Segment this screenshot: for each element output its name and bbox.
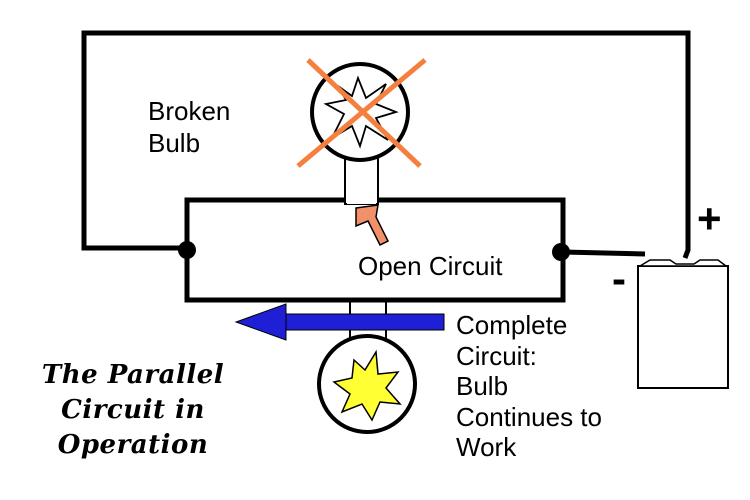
battery-negative-lead xyxy=(562,249,646,257)
battery-negative-label: - xyxy=(612,255,626,302)
right-junction xyxy=(552,243,570,261)
broken-bulb-label: Broken Bulb xyxy=(148,95,230,159)
battery-positive-label: + xyxy=(697,195,722,242)
diagram-title: The Parallel Circuit in Operation xyxy=(18,358,248,463)
broken-x-mark xyxy=(296,58,427,168)
broken-bulb-label-line-2: Bulb xyxy=(148,128,201,158)
title-line-3: Operation xyxy=(57,430,209,460)
outer-wire xyxy=(81,30,691,259)
battery xyxy=(637,259,729,389)
complete-circuit-line-1: Complete xyxy=(456,310,568,340)
complete-circuit-line-2: Circuit: xyxy=(456,340,537,371)
left-junction xyxy=(178,241,196,259)
current-flow-arrow xyxy=(234,303,445,341)
complete-circuit-line-4: Continues to xyxy=(456,401,602,432)
open-circuit-gap xyxy=(347,196,376,204)
title-line-1: The Parallel xyxy=(41,360,225,390)
complete-circuit-line-5: Work xyxy=(456,432,517,462)
lit-filament-icon xyxy=(332,349,402,422)
broken-bulb-label-line-1: Broken xyxy=(148,96,231,126)
battery-terminal-icon xyxy=(637,259,729,267)
complete-circuit-label: Complete Circuit: Bulb Continues to Work xyxy=(456,310,602,463)
title-line-2: Circuit in xyxy=(61,395,205,425)
open-circuit-arrow xyxy=(355,204,390,247)
complete-circuit-line-3: Bulb xyxy=(456,371,509,401)
open-circuit-label: Open Circuit xyxy=(358,251,503,281)
working-bulb xyxy=(317,300,417,434)
